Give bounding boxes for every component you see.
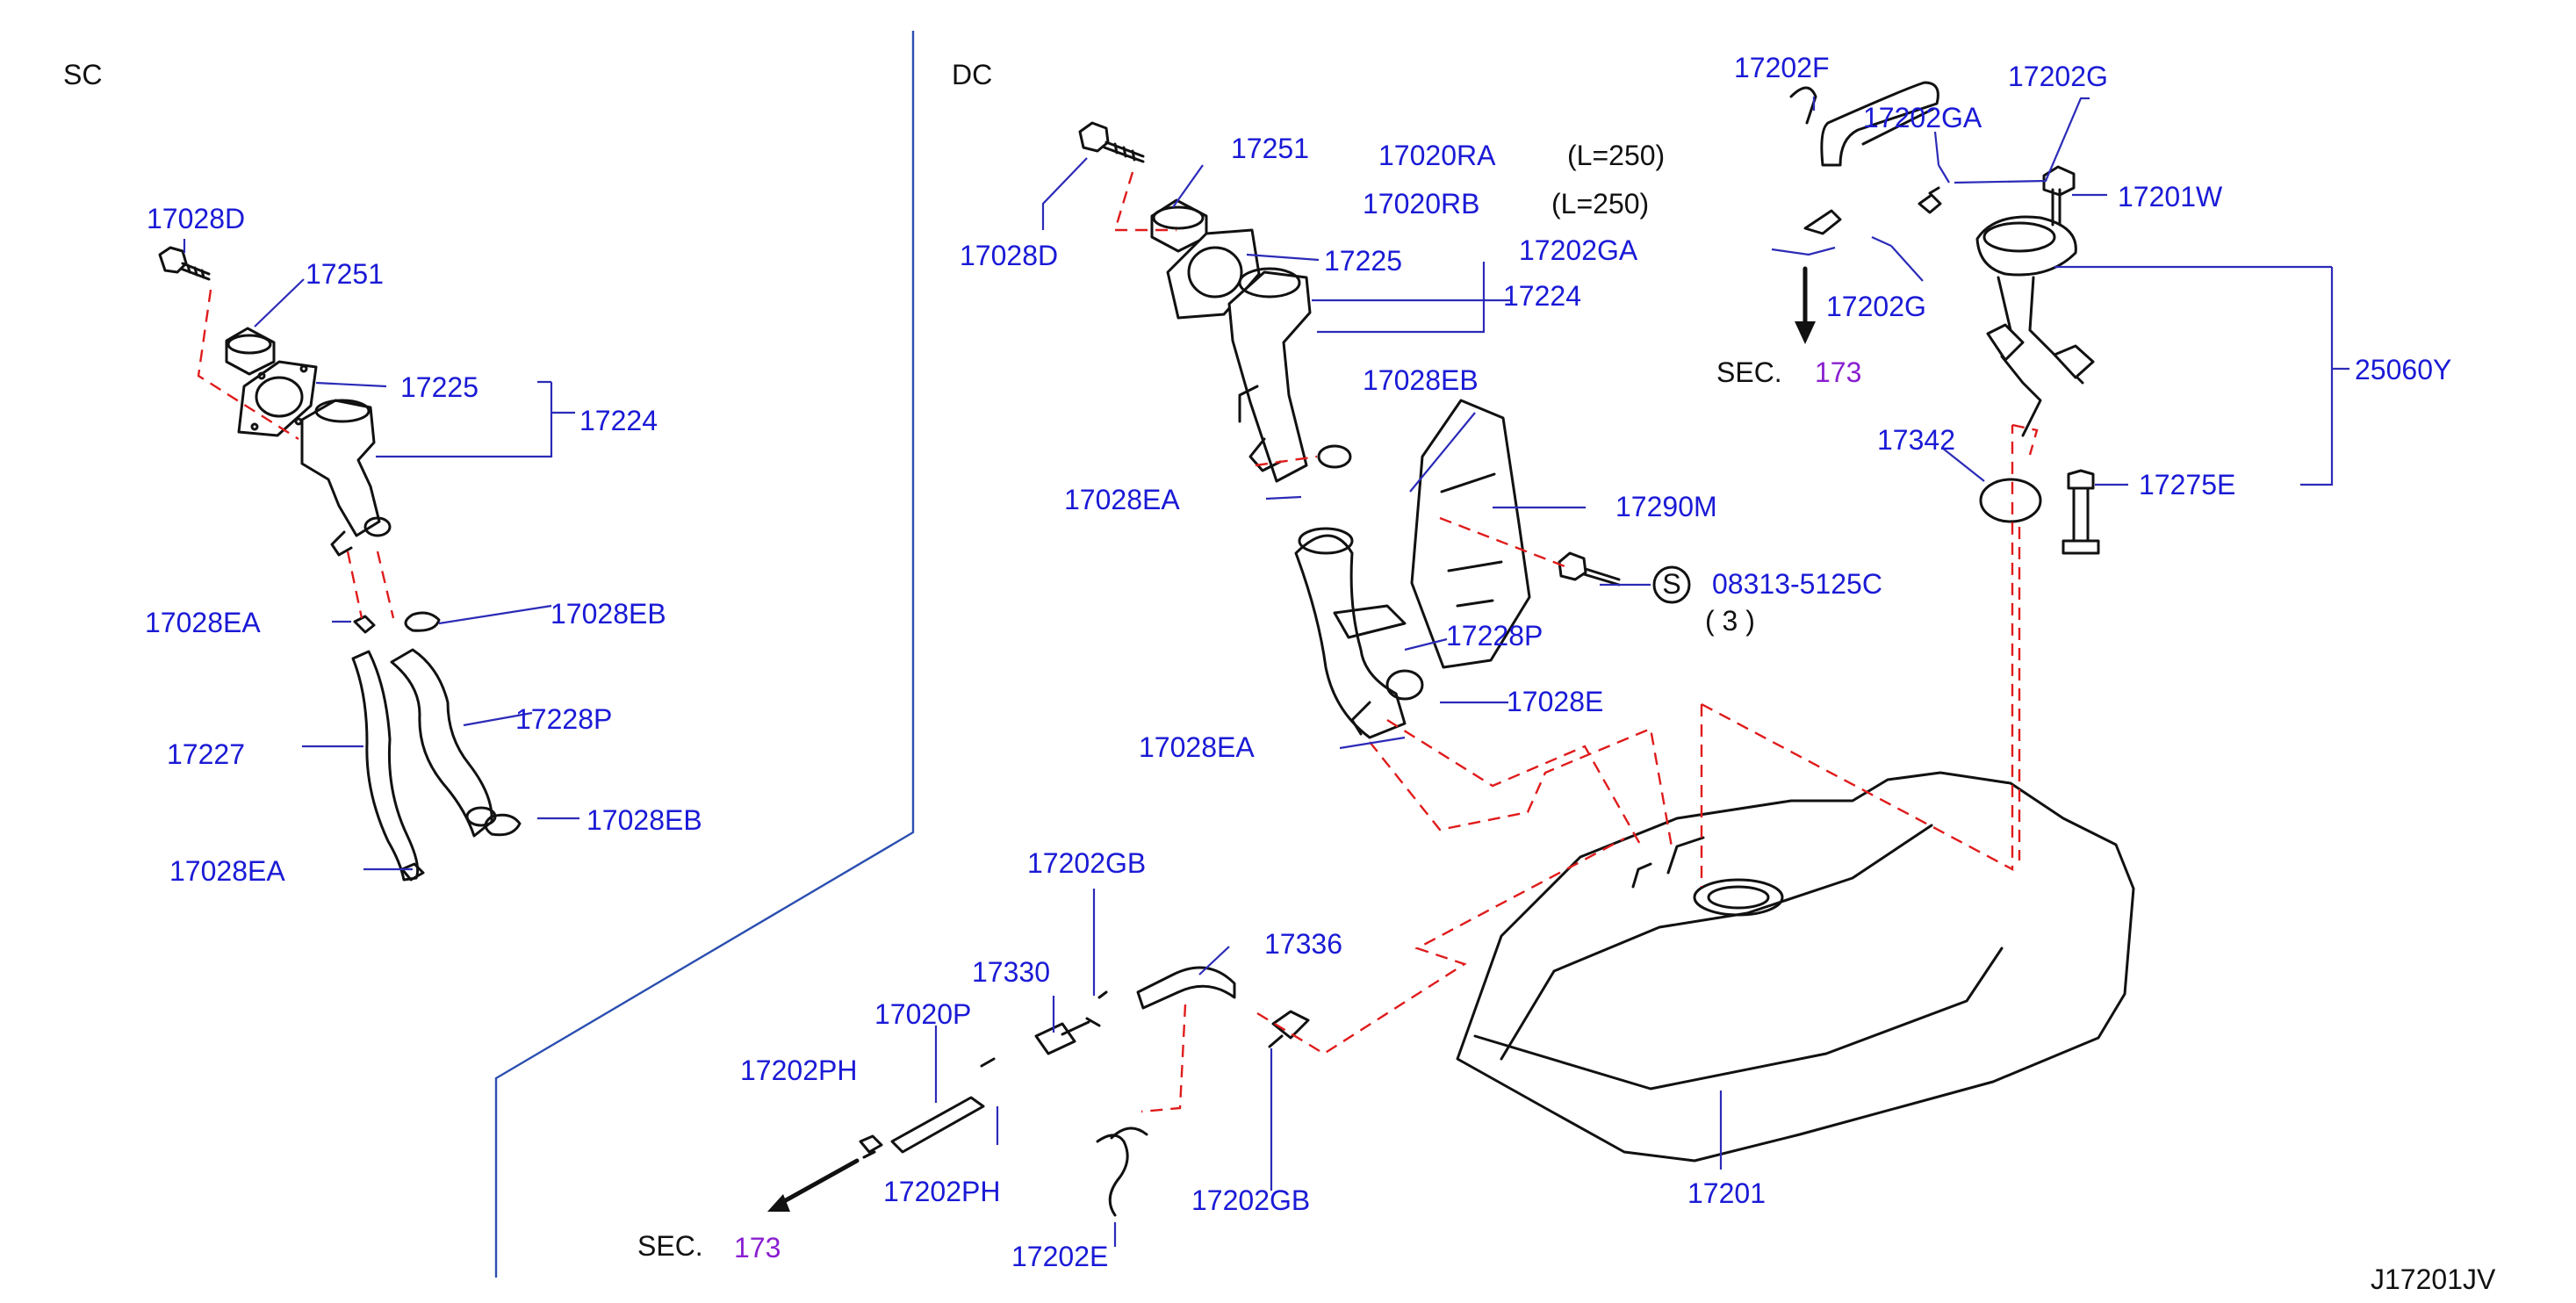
part-label-17202ph-lower[interactable]: 17202PH — [883, 1176, 1000, 1207]
sc-hose-17228p — [390, 648, 497, 838]
part-label-17028ea-dc-upper[interactable]: 17028EA — [1064, 484, 1180, 515]
sc-filler-cap — [225, 327, 276, 376]
dc-dashed-guide-tank — [1700, 423, 2039, 887]
part-label-17028ea-dc-lower[interactable]: 17028EA — [1139, 731, 1255, 763]
part-label-17020ra[interactable]: 17020RA — [1378, 140, 1496, 171]
part-label-17202ph-upper[interactable]: 17202PH — [740, 1055, 857, 1086]
dc-level-sensor-17275e — [2062, 469, 2100, 555]
part-label-17020p[interactable]: 17020P — [874, 998, 971, 1030]
sc-filler-neck — [300, 399, 392, 557]
length-note-17020rb: (L=250) — [1551, 188, 1649, 220]
dc-filler-neck-lower — [1294, 527, 1424, 739]
sc-clamps — [353, 611, 522, 882]
part-label-17202gb-dc-bottom[interactable]: 17202GB — [1191, 1184, 1310, 1216]
section-ref-prefix-top: SEC. — [1716, 356, 1782, 388]
part-label-17202g-dc-top[interactable]: 17202G — [2008, 61, 2108, 92]
part-label-17290m[interactable]: 17290M — [1615, 491, 1717, 522]
part-label-17028eb-sc-upper[interactable]: 17028EB — [550, 598, 666, 630]
part-label-17020rb[interactable]: 17020RB — [1363, 188, 1479, 220]
dc-breather-17202e — [1096, 1127, 1148, 1217]
part-label-17028d-dc[interactable]: 17028D — [960, 240, 1058, 271]
part-label-17225-dc[interactable]: 17225 — [1324, 245, 1402, 277]
part-label-17202ga-dc-right[interactable]: 17202GA — [1863, 102, 1982, 133]
part-label-17336[interactable]: 17336 — [1264, 928, 1342, 960]
part-label-17225-sc[interactable]: 17225 — [400, 371, 479, 403]
dc-gasket-17342 — [1979, 478, 2042, 523]
part-label-17224-dc[interactable]: 17224 — [1503, 280, 1581, 312]
part-label-17028ea-sc-lower[interactable]: 17028EA — [169, 855, 285, 887]
part-label-08313-5125c[interactable]: 08313-5125C — [1712, 568, 1882, 600]
dc-arrow-sec173-bottom — [767, 1158, 860, 1212]
part-label-25060y[interactable]: 25060Y — [2355, 354, 2451, 385]
part-label-17202g-dc-mid[interactable]: 17202G — [1826, 291, 1926, 322]
s-mark: S — [1662, 568, 1680, 600]
section-ref-173-bottom[interactable]: 173 — [734, 1232, 781, 1263]
part-label-17342[interactable]: 17342 — [1877, 424, 1955, 456]
section-ref-173-top[interactable]: 173 — [1815, 356, 1861, 388]
dc-bolt-08313 — [1558, 551, 1691, 604]
dc-filler-cap — [1150, 198, 1208, 253]
part-label-17275e[interactable]: 17275E — [2139, 469, 2235, 500]
part-label-17201w[interactable]: 17201W — [2118, 181, 2223, 212]
part-label-17251-dc[interactable]: 17251 — [1231, 133, 1309, 164]
sc-dashed-guide — [197, 289, 395, 619]
part-label-17202gb-dc-top[interactable]: 17202GB — [1027, 847, 1146, 879]
part-label-17028eb-sc-lower[interactable]: 17028EB — [586, 804, 702, 836]
length-note-17020ra: (L=250) — [1567, 140, 1665, 171]
part-label-17028ea-sc-upper[interactable]: 17028EA — [145, 607, 261, 638]
dc-filler-neck-upper — [1227, 267, 1352, 483]
section-title-dc: DC — [952, 59, 992, 90]
sc-gasket — [237, 360, 318, 437]
dc-arrow-sec173-top — [1795, 266, 1816, 344]
dc-vent-hoses — [1789, 81, 1942, 235]
dc-bolt — [1078, 121, 1145, 163]
section-ref-prefix-bottom: SEC. — [637, 1230, 703, 1262]
part-label-17224-sc[interactable]: 17224 — [579, 405, 658, 436]
part-label-17028d-sc[interactable]: 17028D — [147, 203, 245, 234]
part-label-17202f[interactable]: 17202F — [1734, 52, 1830, 83]
part-label-17028e[interactable]: 17028E — [1507, 686, 1603, 717]
part-label-17251-sc[interactable]: 17251 — [306, 258, 384, 290]
dc-heat-shield — [1410, 399, 1531, 669]
dc-dashed-guide-neck — [1113, 171, 1674, 853]
part-label-17228p-sc[interactable]: 17228P — [515, 703, 612, 735]
dc-fuel-pump-unit — [1975, 215, 2095, 437]
dc-dashed-guide-hoses — [1140, 837, 1625, 1113]
sc-hose-17227 — [351, 650, 420, 882]
dc-fuel-tank — [1456, 771, 2135, 1163]
part-label-17202e[interactable]: 17202E — [1011, 1241, 1108, 1272]
dc-leader-lines — [934, 97, 2349, 1247]
part-label-17228p-dc[interactable]: 17228P — [1446, 620, 1543, 652]
dc-hoses-lower — [859, 966, 1310, 1159]
part-label-17330[interactable]: 17330 — [972, 956, 1050, 988]
section-divider-line — [494, 31, 915, 1278]
part-label-17202ga-dc-left[interactable]: 17202GA — [1519, 234, 1638, 266]
part-label-17201[interactable]: 17201 — [1687, 1177, 1766, 1209]
quantity-note: ( 3 ) — [1705, 605, 1755, 637]
sc-bolt — [158, 246, 211, 281]
section-title-sc: SC — [63, 59, 102, 90]
part-label-17028eb-dc[interactable]: 17028EB — [1363, 364, 1479, 396]
diagram-id: J17201JV — [2371, 1263, 2496, 1295]
part-label-17227-sc[interactable]: 17227 — [167, 738, 245, 770]
sc-leader-lines — [183, 239, 579, 871]
dc-bolt-17201w — [2042, 165, 2076, 227]
